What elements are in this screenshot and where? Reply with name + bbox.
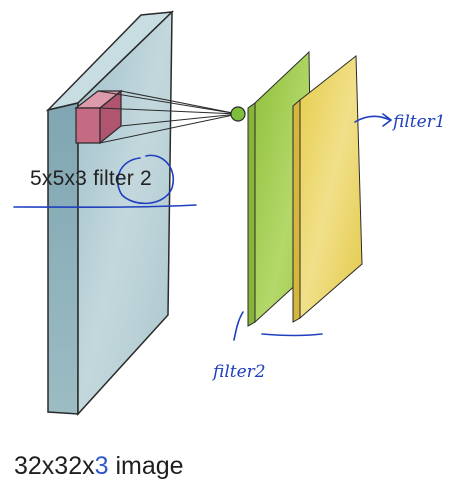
image-caption: 32x32x3 image [14, 452, 184, 481]
arrow-to-filter1 [354, 113, 393, 127]
annotation-strokes [13, 113, 393, 341]
caption-suffix: image [108, 452, 184, 480]
neuron-dot [230, 106, 246, 122]
green-map-side [247, 102, 256, 327]
filter-label: 5x5x3 filter 2 [30, 167, 152, 190]
filter2-squiggle [233, 311, 244, 341]
projection-lines [97, 90, 239, 144]
filter-box [74, 89, 123, 145]
input-volume [45, 10, 175, 416]
caption-prefix: 32x32x [14, 452, 95, 480]
circle-around-2 [116, 154, 175, 205]
underline-stroke [13, 204, 197, 208]
caption-accent: 3 [94, 452, 109, 480]
handwritten-filter1: filter1 [393, 112, 446, 132]
filter-box-front [75, 107, 101, 144]
volume-side-face [47, 102, 79, 415]
yellow-activation-map [292, 54, 363, 323]
handwritten-filter2: filter2 [213, 362, 266, 382]
filter2-underline [261, 333, 323, 337]
yellow-map-front [299, 54, 363, 320]
yellow-map-side [292, 98, 301, 323]
